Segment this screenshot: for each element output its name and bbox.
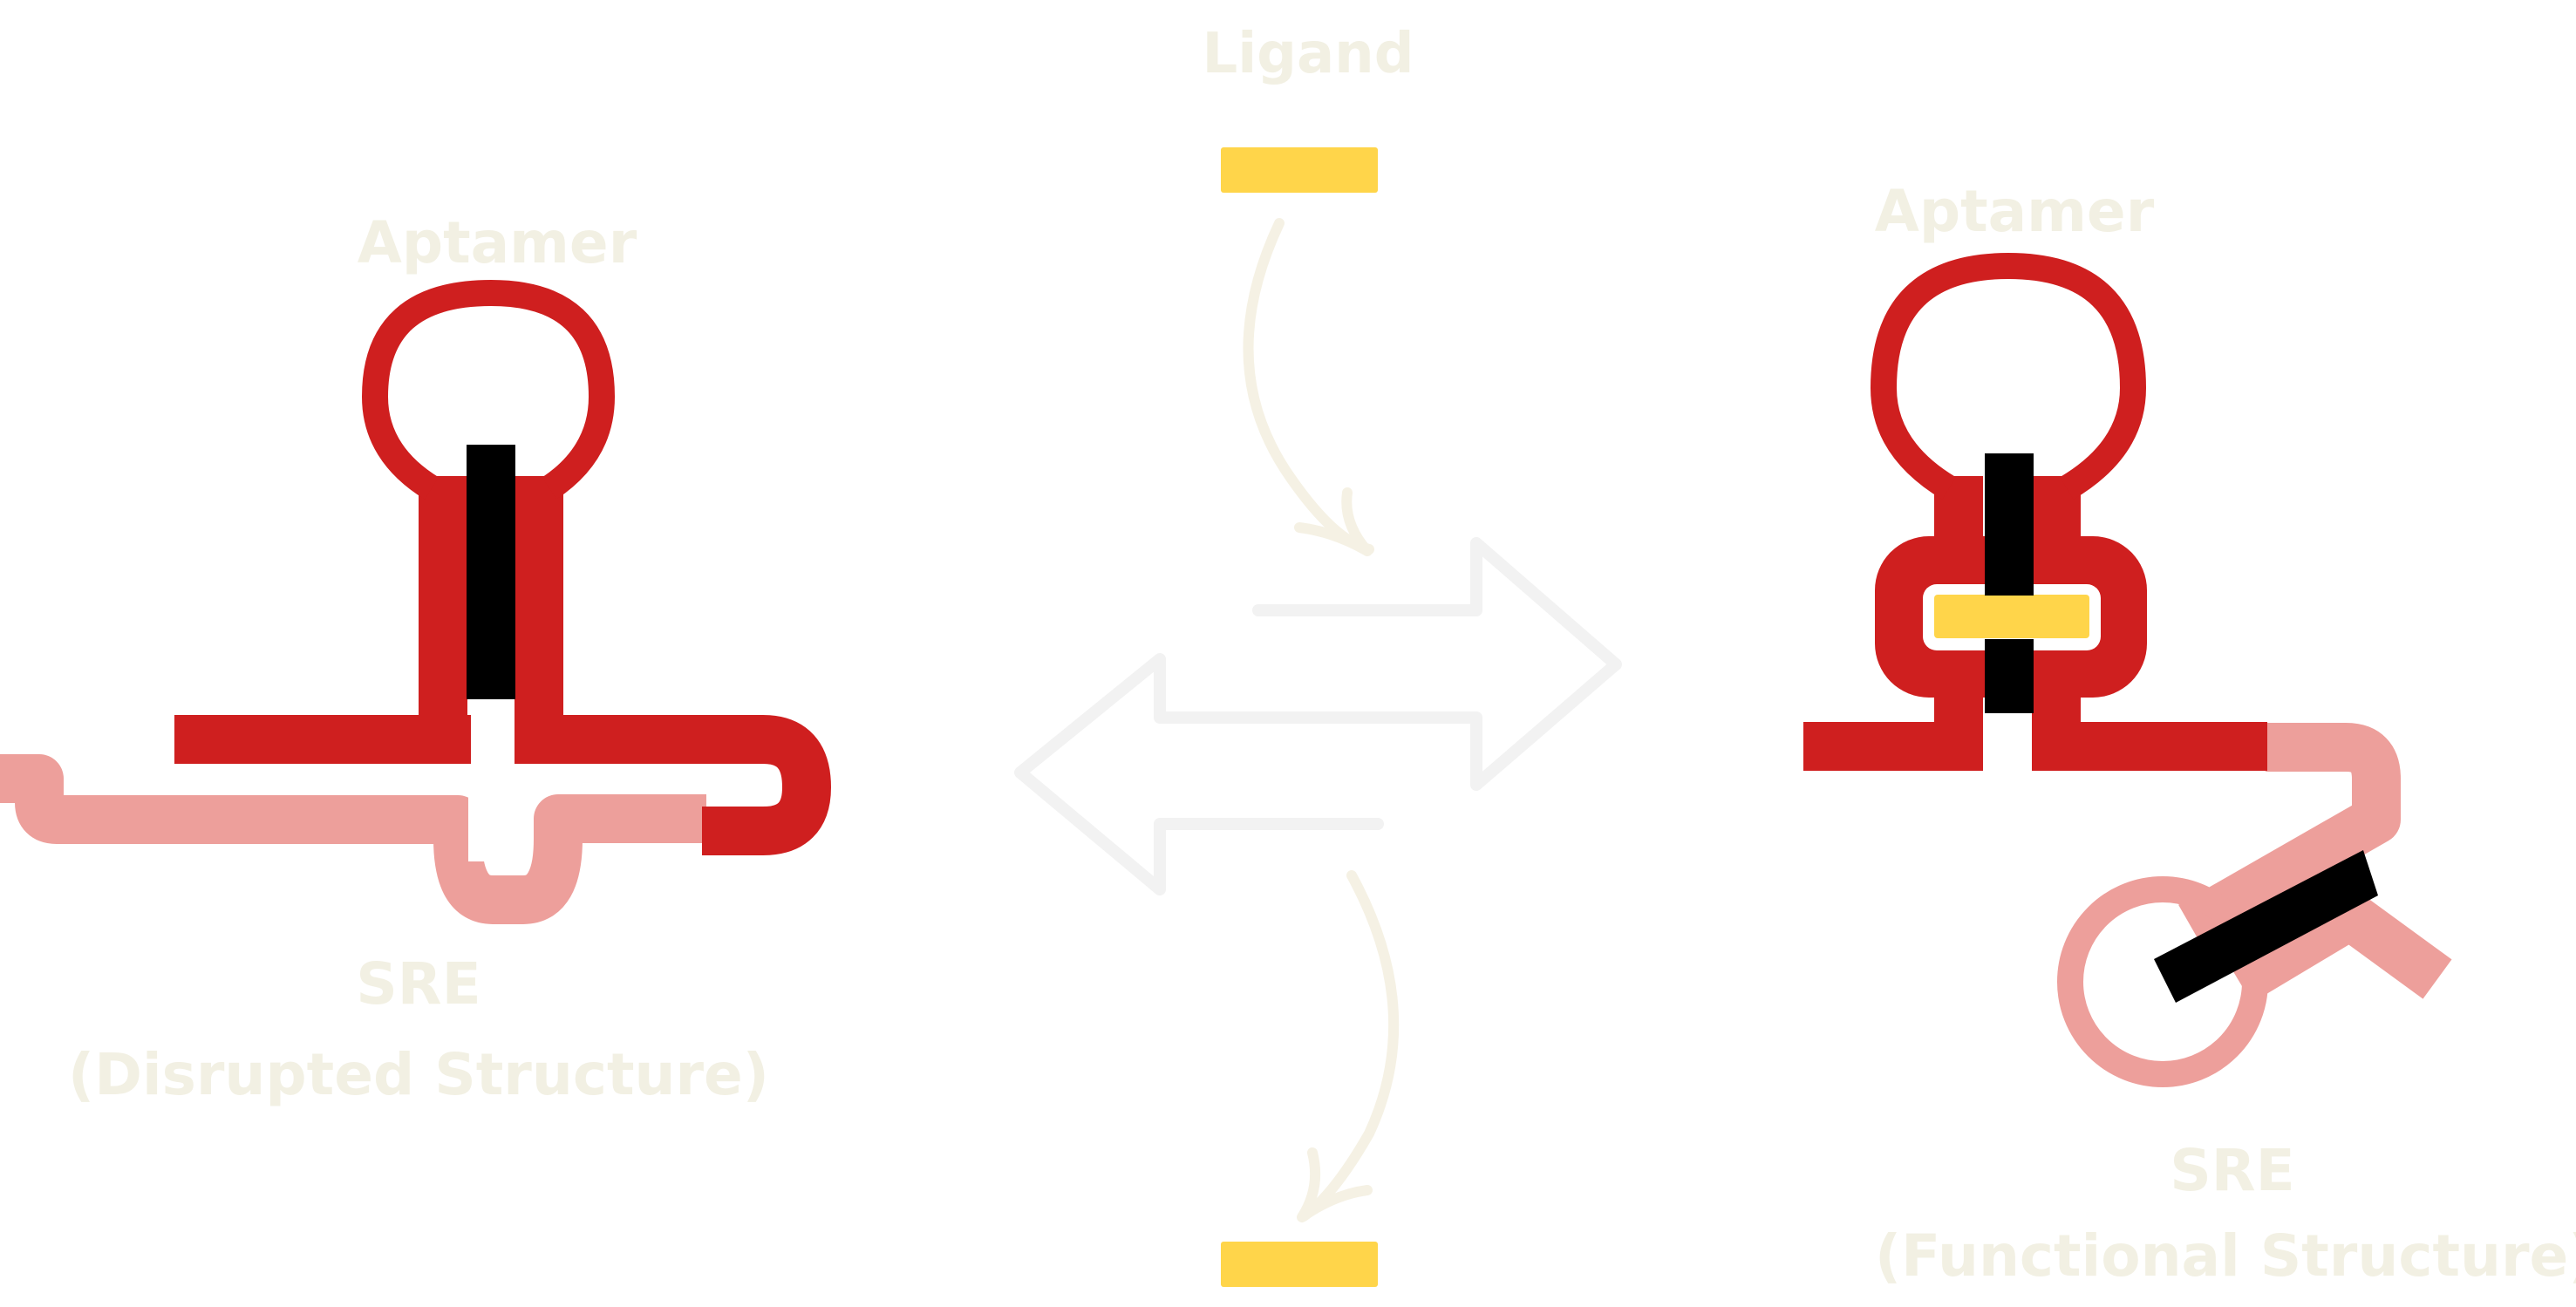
pairing-bar-left	[467, 445, 515, 699]
sre-label-left: SRE	[356, 950, 481, 1018]
aptamer-tail-left	[515, 715, 831, 855]
bound-ligand	[1934, 595, 2089, 638]
pairing-bar-right-top	[1985, 453, 2034, 596]
pairing-bar-right-bottom	[1985, 639, 2034, 713]
ligand-top	[1221, 147, 1378, 193]
aptamer-loop-right	[1870, 252, 2147, 500]
ligand-label: Ligand	[1202, 22, 1414, 86]
sre-loop-right	[2057, 876, 2268, 1087]
curved-arrow-down-icon	[1297, 870, 1400, 1222]
aptamer-label-left: Aptamer	[357, 209, 637, 276]
ligand-bottom	[1221, 1242, 1378, 1287]
sre-state-label-left: (Disrupted Structure)	[68, 1041, 769, 1108]
center-mechanism	[1014, 147, 1622, 1287]
sre-state-label-right: (Functional Structure)	[1875, 1222, 2576, 1290]
disrupted-structure	[0, 279, 831, 924]
strand-gap-right	[1983, 713, 2032, 771]
functional-structure	[1803, 252, 2452, 1087]
curved-arrow-down-icon	[1243, 218, 1374, 556]
sre-label-right: SRE	[2170, 1137, 2295, 1204]
sre-arm-right	[2226, 886, 2452, 1004]
bidirectional-arrow-icon	[1014, 537, 1622, 895]
sre-strand-right	[2178, 723, 2401, 948]
pairing-bar-sre	[2154, 850, 2378, 1003]
strand-gap-left	[468, 764, 514, 861]
aptamer-label-right: Aptamer	[1874, 178, 2155, 245]
aptamer-loop-left	[361, 279, 616, 500]
aptamer-stem-left-b	[515, 476, 563, 764]
aptamer-stem-left-a	[419, 476, 467, 764]
sre-strand-left	[0, 754, 706, 924]
